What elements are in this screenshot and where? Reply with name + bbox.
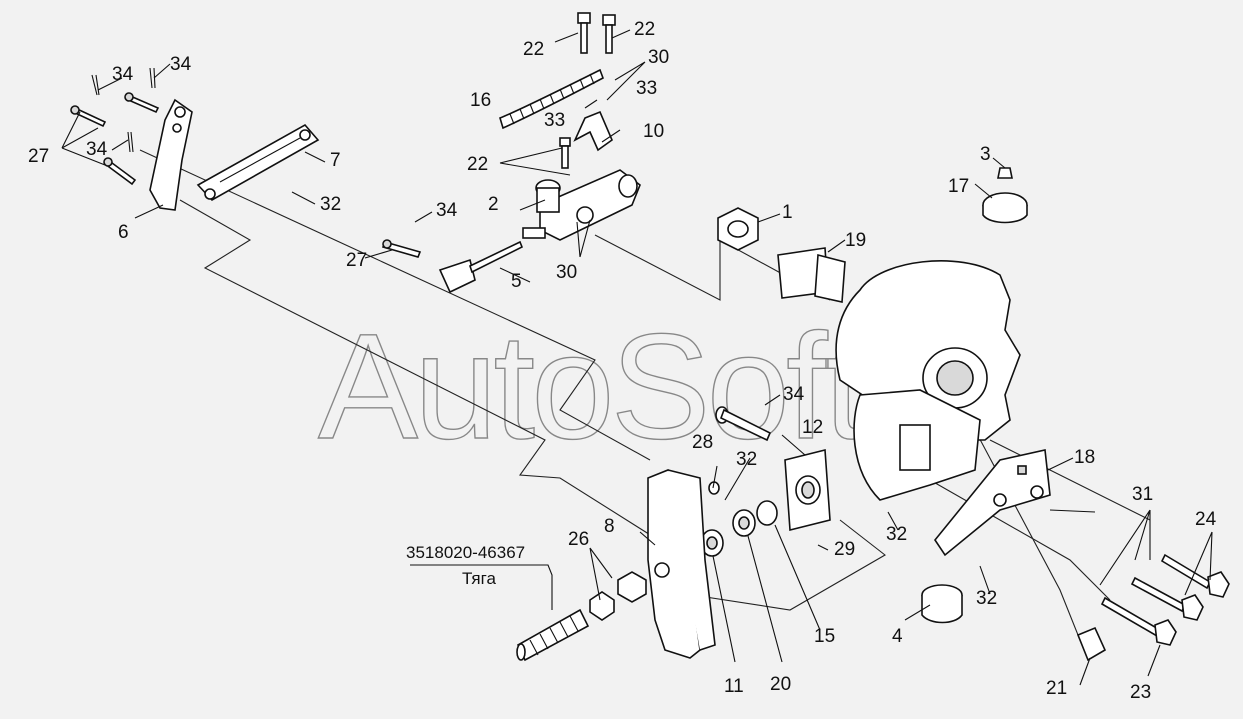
callout-34-c: 34 — [86, 139, 108, 160]
callout-32-c: 32 — [886, 524, 907, 545]
lever-part-8 — [647, 469, 716, 659]
callout-33-b: 33 — [544, 110, 565, 131]
bolts-22 — [559, 12, 616, 169]
callout-4: 4 — [892, 626, 903, 647]
callout-26: 26 — [568, 529, 589, 550]
callout-28: 28 — [692, 432, 713, 453]
callout-1: 1 — [782, 202, 793, 223]
callout-2: 2 — [488, 194, 499, 215]
callout-17: 17 — [948, 176, 969, 197]
callout-27-b: 27 — [346, 250, 367, 271]
callout-34-d: 34 — [436, 200, 458, 221]
callout-31: 31 — [1132, 484, 1153, 505]
bolts-23-24 — [1100, 553, 1230, 646]
leader-lines — [61, 29, 1213, 686]
plate-part-18 — [934, 449, 1051, 557]
callout-15: 15 — [814, 626, 835, 647]
link-part-7 — [196, 123, 320, 202]
spring-part-16 — [499, 68, 604, 130]
rod-part-5 — [381, 239, 524, 294]
callout-32-d: 32 — [976, 588, 997, 609]
callout-30-a: 30 — [648, 47, 669, 68]
lever-part-6 — [149, 98, 193, 211]
callout-32-a: 32 — [320, 194, 341, 215]
callout-8: 8 — [604, 516, 615, 537]
pin-part-28 — [715, 406, 772, 442]
assembly-lines — [139, 149, 1151, 641]
callout-27-a: 27 — [28, 146, 49, 167]
callout-11: 11 — [724, 676, 744, 697]
callout-6: 6 — [118, 222, 129, 243]
watermark: AutoSoft — [318, 302, 865, 470]
reference-label: 3518020-46367 Тяга — [406, 543, 525, 588]
callout-32-b: 32 — [736, 449, 757, 470]
callout-21: 21 — [1046, 678, 1067, 699]
callout-29: 29 — [834, 539, 855, 560]
callout-10: 10 — [643, 121, 664, 142]
callout-labels: 1 2 3 4 5 6 7 8 10 11 12 15 16 17 18 19 … — [28, 19, 1217, 703]
callout-34-a: 34 — [112, 64, 134, 85]
callout-23: 23 — [1130, 682, 1151, 703]
callout-24: 24 — [1195, 509, 1217, 530]
plug-part-19 — [777, 247, 846, 303]
reference-code: 3518020-46367 — [406, 543, 525, 562]
callout-30-b: 30 — [556, 262, 577, 283]
fitting-part-4 — [921, 584, 963, 624]
callout-22-c: 22 — [467, 154, 488, 175]
callout-34-b: 34 — [170, 54, 192, 75]
callout-19: 19 — [845, 230, 866, 251]
callout-34-e: 34 — [783, 384, 805, 405]
callout-22-b: 22 — [634, 19, 655, 40]
threaded-rod-tyaga — [516, 571, 647, 662]
callout-20: 20 — [770, 674, 791, 695]
pins-left — [70, 67, 160, 186]
callout-22-a: 22 — [523, 39, 544, 60]
housing-main — [835, 260, 1021, 501]
callout-16: 16 — [470, 90, 491, 111]
nut-part-1 — [717, 207, 759, 251]
fitting-part-21 — [1076, 626, 1107, 662]
valve-part-2 — [522, 169, 641, 241]
reference-name: Тяга — [462, 569, 496, 588]
callout-3: 3 — [980, 144, 991, 165]
bracket-part-10 — [573, 110, 613, 152]
cap-part-17 — [982, 167, 1028, 224]
flange-part-12 — [784, 448, 831, 532]
callout-5: 5 — [511, 271, 522, 292]
callout-12: 12 — [802, 417, 823, 438]
bushings — [691, 481, 778, 557]
callout-33-a: 33 — [636, 78, 657, 99]
callout-7: 7 — [330, 150, 341, 171]
callout-18: 18 — [1074, 447, 1095, 468]
